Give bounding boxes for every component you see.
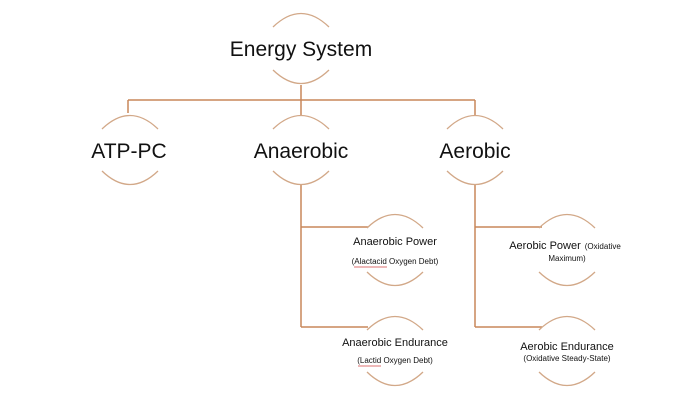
node-anaerobic-endurance: Anaerobic Endurance (Lactid Oxygen Debt) bbox=[342, 316, 448, 386]
node-label: Aerobic Power bbox=[509, 240, 581, 252]
node-arc-bottom bbox=[538, 271, 596, 286]
node-label: Anaerobic bbox=[254, 140, 349, 163]
node-arc-bottom bbox=[101, 170, 159, 185]
node-arc-bottom bbox=[272, 170, 330, 185]
node-arc-top bbox=[366, 214, 424, 229]
connector-root bbox=[127, 85, 476, 115]
node-arc-top bbox=[101, 115, 159, 130]
node-label: Aerobic Endurance bbox=[520, 341, 614, 353]
node-sublabel-2: Maximum) bbox=[548, 254, 586, 263]
node-sublabel: (Oxidative Steady-State) bbox=[523, 354, 610, 363]
node-anaerobic: Anaerobic bbox=[254, 115, 349, 185]
node-aerobic-power: Aerobic Power (Oxidative Maximum) bbox=[509, 214, 621, 286]
node-arc-bottom bbox=[366, 371, 424, 386]
node-arc-bottom bbox=[538, 371, 596, 386]
node-atp-pc: ATP-PC bbox=[91, 115, 167, 185]
node-sublabel: (Oxidative bbox=[585, 242, 622, 251]
node-arc-bottom bbox=[272, 69, 330, 84]
node-arc-top bbox=[366, 316, 424, 331]
node-energy-system: Energy System bbox=[230, 13, 372, 84]
node-aerobic-endurance: Aerobic Endurance (Oxidative Steady-Stat… bbox=[520, 316, 614, 386]
node-label: ATP-PC bbox=[91, 140, 166, 163]
node-anaerobic-power: Anaerobic Power (Alactacid Oxygen Debt) bbox=[352, 214, 439, 286]
node-label: Energy System bbox=[230, 38, 372, 61]
node-arc-top bbox=[538, 214, 596, 229]
node-arc-top bbox=[272, 115, 330, 130]
node-arc-top bbox=[538, 316, 596, 331]
node-arc-bottom bbox=[366, 271, 424, 286]
node-label-line: Aerobic Power (Oxidative bbox=[509, 240, 621, 252]
node-arc-top bbox=[446, 115, 504, 130]
node-arc-top bbox=[272, 13, 330, 28]
connector-aerobic bbox=[474, 185, 542, 328]
connectors bbox=[127, 85, 542, 328]
node-sublabel: (Alactacid Oxygen Debt) bbox=[352, 257, 439, 266]
connector-anaerobic bbox=[300, 185, 368, 328]
node-label: Aerobic bbox=[439, 140, 510, 163]
node-label: Anaerobic Endurance bbox=[342, 337, 448, 349]
node-aerobic: Aerobic bbox=[439, 115, 511, 185]
node-arc-bottom bbox=[446, 170, 504, 185]
node-label: Anaerobic Power bbox=[353, 236, 437, 248]
node-sublabel: (Lactid Oxygen Debt) bbox=[357, 356, 433, 365]
